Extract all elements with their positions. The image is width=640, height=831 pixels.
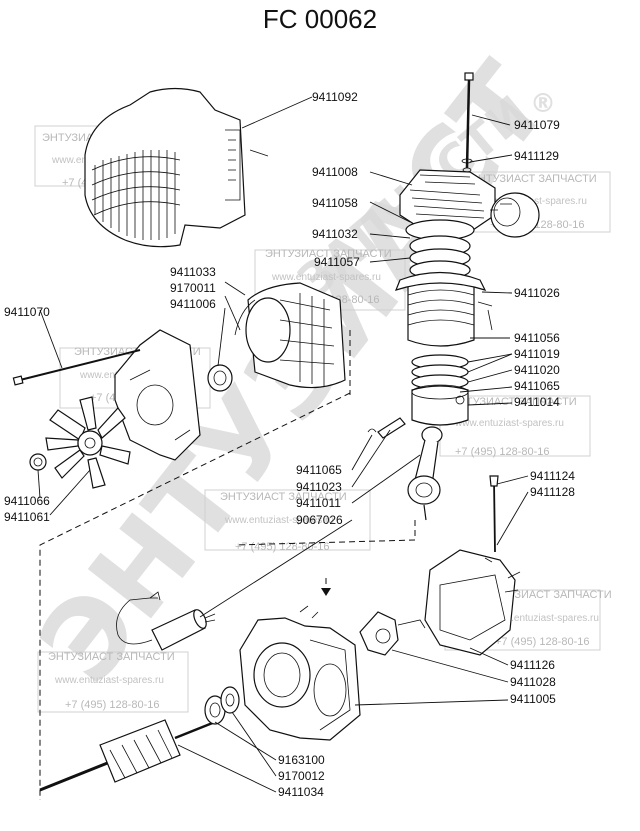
watermark-box-7: ЭНТУЗИАСТ ЗАПЧАСТИ www.entuziast-spares.… [444,589,612,651]
label-9411019: 9411019 [514,347,560,361]
label-9411065-b: 9411065 [296,463,342,477]
label-9411032: 9411032 [312,227,358,241]
label-9411020: 9411020 [514,363,560,377]
watermark-box-5: ЭНТУЗИАСТ ЗАПЧАСТИ www.entuziast-spares.… [439,395,591,458]
watermark-brand: ЭНТУЗИАСТ ЗАПЧАСТИ [450,396,577,408]
label-9411005: 9411005 [510,692,556,706]
piston-pin [367,417,406,439]
watermark-site: www.entuziast-spares.ru [489,613,599,624]
dipstick [489,475,499,553]
label-9411028: 9411028 [510,675,556,689]
label-9411092: 9411092 [312,90,358,104]
leader-lines [37,96,529,793]
watermark-box-8: ЭНТУЗИАСТ ЗАПЧАСТИ www.entuziast-spares.… [37,651,189,713]
label-9411023: 9411023 [296,480,342,494]
part-labels: 9411092 9411079 9411129 9411008 9411058 … [4,90,575,799]
shaft-bearings [204,686,240,725]
label-9411066: 9411066 [4,494,50,508]
watermark-site: www.entuziast-spares.ru [454,418,564,429]
watermark-phone: +7 (495) 128-80-16 [65,699,159,711]
label-9170012: 9170012 [278,769,325,783]
eccentric [359,611,426,656]
watermark-reg-mark: ® [530,89,556,119]
connecting-rod [407,426,443,521]
label-9411008: 9411008 [312,165,358,179]
watermark-brand: ЭНТУЗИАСТ ЗАПЧАСТИ [485,589,612,601]
cylinder-head [399,169,496,233]
motor-end-bracket [114,329,201,461]
air-filter [490,192,540,238]
label-9411057: 9411057 [314,255,360,269]
label-9411128: 9411128 [530,485,575,499]
through-bolt [12,349,141,386]
label-9411034: 9411034 [278,785,324,799]
label-9411079: 9411079 [514,118,560,132]
fan-clip [29,453,47,471]
label-9411033: 9411033 [170,265,216,279]
label-9411124: 9411124 [530,469,575,483]
label-9411014: 9411014 [514,395,560,409]
diagram-title: FC 00062 [262,4,378,34]
rotor-shaft [39,719,216,792]
label-9411011: 9411011 [296,496,341,510]
motor-stator [234,282,346,389]
crankcase-cover [424,549,521,656]
shroud-cover [84,87,269,248]
watermark-box-6: ЭНТУЗИАСТ ЗАПЧАСТИ www.entuziast-spares.… [204,489,371,553]
label-9067026: 9067026 [296,513,343,527]
label-9411061: 9411061 [4,510,50,524]
label-9411129: 9411129 [514,149,559,163]
crankcase [239,605,361,741]
assembly-arrow [321,588,331,596]
cylinder [394,271,493,347]
piston-rings [411,354,469,390]
watermark-phone: +7 (495) 128-80-16 [495,636,589,648]
label-9411056: 9411056 [514,331,560,345]
watermark-site: www.entuziast-spares.ru [224,515,334,526]
label-9411026: 9411026 [514,286,560,300]
label-9411006: 9411006 [170,297,216,311]
watermark-brand: ЭНТУЗИАСТ ЗАПЧАСТИ [48,651,175,663]
label-9411070: 9411070 [4,305,50,319]
bearing [207,364,233,392]
label-9411058: 9411058 [312,196,358,210]
watermark-brand: ЭНТУЗИАСТ ЗАПЧАСТИ [265,248,392,260]
watermark-site: www.entuziast-spares.ru [271,272,381,283]
watermark-phone: +7 (495) 128-80-16 [455,446,549,458]
valve-plate-gaskets [405,219,475,280]
piston [411,384,469,426]
watermark-brand: ЭНТУЗИАСТ ЗАПЧАСТИ [220,491,347,503]
label-9411126: 9411126 [510,658,555,672]
cooling-fan [45,396,131,489]
capacitor [116,591,216,651]
watermark-brand: ЭНТУЗИАСТ ЗАПЧАСТИ [470,173,597,185]
watermark-site: www.entuziast-spares.ru [54,675,164,686]
watermark-phone: +7 (495) 128-80-16 [235,541,329,553]
label-9411065-a: 9411065 [514,379,560,393]
label-9163100: 9163100 [278,753,325,767]
label-9170011: 9170011 [170,281,216,295]
